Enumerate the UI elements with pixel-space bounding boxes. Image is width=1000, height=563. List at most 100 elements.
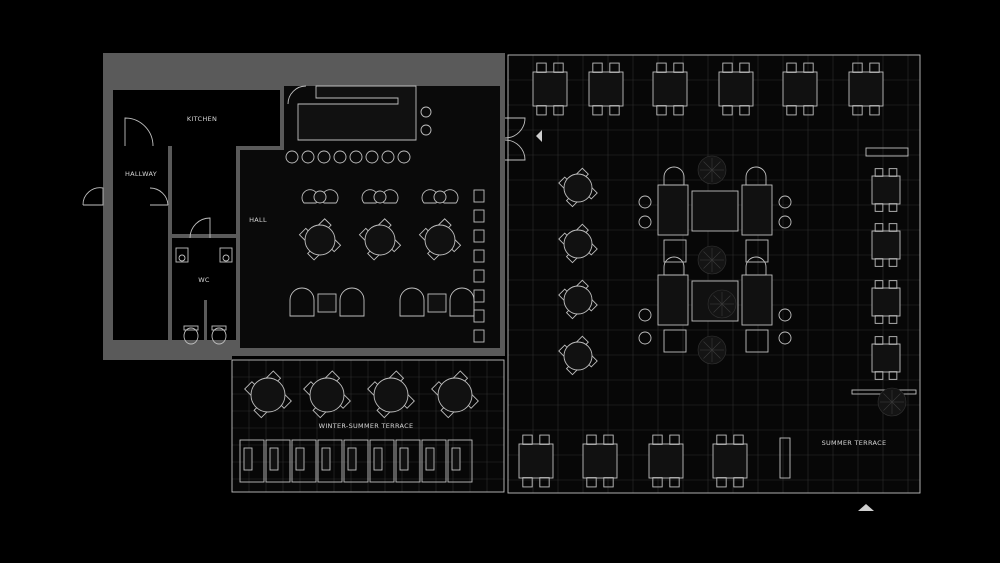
plant-leaf: [891, 401, 901, 411]
table: [741, 274, 773, 326]
table-set: [361, 189, 399, 204]
table: [424, 224, 456, 256]
table-set: [871, 223, 901, 267]
table-set: [848, 62, 884, 116]
bar-stool: [420, 106, 432, 118]
table: [871, 287, 901, 317]
booth-seat: [399, 287, 425, 317]
booth-set: [289, 287, 365, 317]
bar-stool: [397, 150, 411, 164]
chair: [874, 168, 884, 177]
chair: [722, 105, 733, 116]
table-set: [718, 62, 754, 116]
chair: [852, 105, 863, 116]
table: [563, 285, 593, 315]
summer-terrace-label: SUMMER TERRACE: [822, 439, 887, 447]
chair: [739, 105, 750, 116]
plant-leaf: [703, 251, 713, 261]
plant-leaf: [703, 341, 713, 351]
table-set: [648, 434, 684, 488]
wall-shelf: [473, 209, 485, 223]
booth-seat: [663, 166, 685, 186]
chair: [869, 105, 880, 116]
plant-leaf: [891, 393, 901, 403]
table: [269, 447, 279, 471]
chair: [539, 477, 550, 488]
chair: [778, 195, 792, 209]
plant-leaf: [883, 393, 893, 403]
booth-bay: [317, 439, 343, 483]
hall-furniture: [289, 189, 485, 343]
table-set: [367, 370, 415, 419]
booth-cluster: [657, 166, 773, 263]
plant-leaf: [711, 341, 721, 351]
entrance-arrow-icon: [536, 130, 542, 142]
table: [313, 190, 327, 204]
chair: [609, 62, 620, 73]
chair: [536, 105, 547, 116]
hall-label: HALL: [249, 216, 267, 224]
chair: [673, 62, 684, 73]
plant-leaf: [703, 259, 713, 269]
chair: [786, 62, 797, 73]
bar-stool: [381, 150, 395, 164]
chair: [739, 62, 750, 73]
chair: [733, 434, 744, 445]
booth-bay: [395, 439, 421, 483]
counter: [865, 147, 909, 157]
chair: [888, 203, 898, 212]
table-set: [712, 434, 748, 488]
table: [741, 184, 773, 236]
plant: [707, 289, 737, 319]
chair: [733, 477, 744, 488]
chair: [888, 168, 898, 177]
chair: [716, 477, 727, 488]
plant-leaf: [883, 401, 893, 411]
wc-label: WC: [198, 276, 210, 284]
table: [427, 293, 447, 313]
chair: [888, 371, 898, 380]
table-set: [431, 370, 479, 419]
chair: [536, 62, 547, 73]
table: [657, 274, 689, 326]
chair: [592, 105, 603, 116]
table: [582, 443, 618, 479]
table: [373, 447, 383, 471]
chair: [888, 280, 898, 289]
table: [373, 377, 409, 413]
hallway-label: HALLWAY: [125, 170, 157, 178]
chair: [778, 308, 792, 322]
table-set: [871, 280, 901, 324]
chair: [603, 434, 614, 445]
booth-seat: [289, 287, 315, 317]
table-set: [652, 62, 688, 116]
table: [433, 190, 447, 204]
plant-leaf: [711, 161, 721, 171]
chair: [539, 434, 550, 445]
table: [588, 71, 624, 107]
chair: [874, 223, 884, 232]
table: [871, 175, 901, 205]
table-set: [871, 336, 901, 380]
table-set: [558, 279, 598, 320]
chair: [745, 239, 769, 263]
table: [718, 71, 754, 107]
plant-leaf: [711, 169, 721, 179]
table: [243, 447, 253, 471]
table-set: [244, 370, 292, 419]
plant-leaf: [713, 295, 723, 305]
chair: [673, 105, 684, 116]
table: [321, 447, 331, 471]
bar-stool: [349, 150, 363, 164]
booth-seat: [339, 287, 365, 317]
table: [373, 190, 387, 204]
chair: [669, 434, 680, 445]
bar-stool: [333, 150, 347, 164]
wall-shelf: [473, 329, 485, 343]
table: [652, 71, 688, 107]
chair: [888, 258, 898, 267]
wall-shelf: [473, 249, 485, 263]
wall-shelf: [473, 229, 485, 243]
chair: [603, 477, 614, 488]
booth-bay: [265, 439, 291, 483]
